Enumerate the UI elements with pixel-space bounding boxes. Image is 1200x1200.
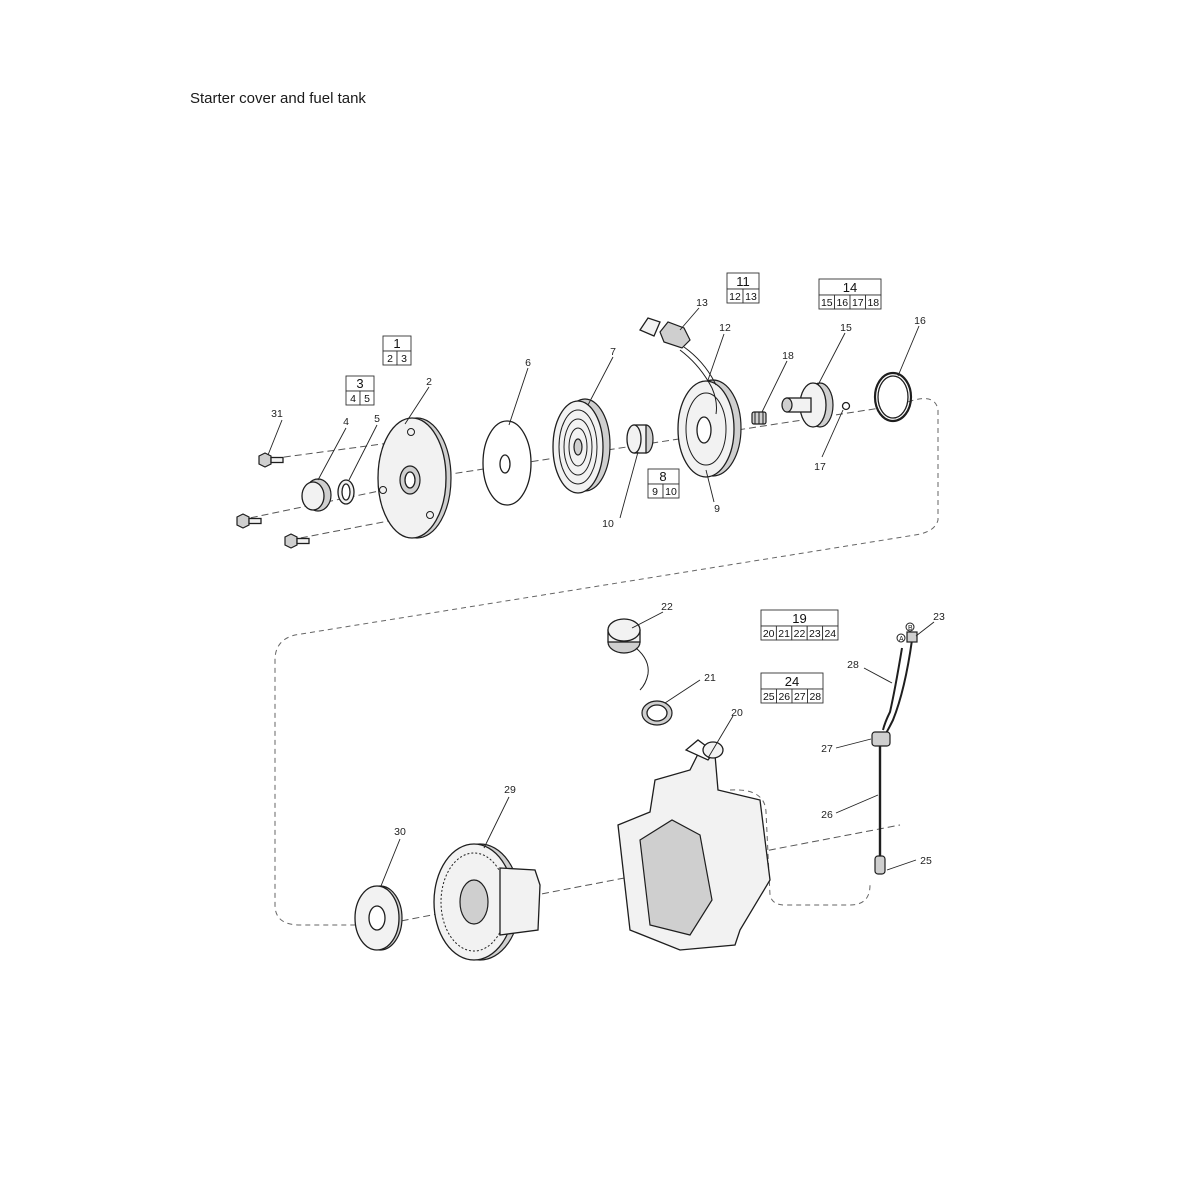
label-21: 21: [704, 672, 716, 684]
svg-text:18: 18: [867, 297, 879, 309]
svg-text:23: 23: [809, 628, 821, 640]
label-12: 12: [719, 322, 731, 334]
part-13-starter-handle: [639, 317, 691, 349]
svg-text:1: 1: [393, 336, 400, 351]
label-5: 5: [374, 413, 380, 425]
part-2-starter-cover: [377, 417, 452, 539]
part-31-screws: [236, 452, 310, 549]
svg-text:22: 22: [794, 628, 806, 640]
label-22: 22: [661, 601, 673, 613]
label-18: 18: [782, 350, 794, 362]
svg-text:15: 15: [821, 297, 833, 309]
hose-marker-a: [896, 633, 906, 643]
label-29: 29: [504, 784, 516, 796]
label-15: 15: [840, 322, 852, 334]
part-9-pulley: [677, 379, 742, 478]
assembly-box-24: 24 25 26 27 28: [760, 672, 824, 704]
part-7-recoil-spring: [552, 398, 611, 494]
svg-text:19: 19: [792, 611, 806, 626]
label-2: 2: [426, 376, 432, 388]
part-21-cap-seal: [641, 700, 673, 726]
hose-marker-b: [905, 622, 915, 632]
svg-text:2: 2: [387, 353, 393, 365]
label-25: 25: [920, 855, 932, 867]
label-16: 16: [914, 315, 926, 327]
label-26: 26: [821, 809, 833, 821]
label-31: 31: [271, 408, 283, 420]
part-28-fuel-hose: [882, 647, 903, 731]
part-25-filter: [874, 855, 886, 875]
part-16-circlip: [873, 371, 913, 423]
label-13: 13: [696, 297, 708, 309]
part-6-washer-plate: [482, 420, 532, 506]
svg-text:4: 4: [350, 393, 356, 405]
svg-text:10: 10: [665, 486, 677, 498]
label-20: 20: [731, 707, 743, 719]
assembly-box-14: 14 15 16 17 18: [818, 278, 882, 310]
svg-text:27: 27: [794, 691, 806, 703]
label-17: 17: [814, 461, 826, 473]
svg-text:24: 24: [824, 628, 836, 640]
label-28: 28: [847, 659, 859, 671]
hose-marker-b-text: B: [908, 625, 913, 632]
label-9: 9: [714, 503, 720, 515]
svg-text:9: 9: [652, 486, 658, 498]
svg-text:13: 13: [745, 291, 757, 303]
part-22-fuel-cap: [607, 618, 649, 691]
part-17-ball: [841, 401, 851, 411]
label-6: 6: [525, 357, 531, 369]
svg-text:8: 8: [659, 469, 666, 484]
part-15-pawl-hub: [781, 382, 834, 428]
part-5-o-ring: [337, 479, 355, 505]
label-7: 7: [610, 346, 616, 358]
svg-text:21: 21: [778, 628, 790, 640]
svg-text:12: 12: [729, 291, 741, 303]
assembly-box-1: 1 2 3: [382, 335, 412, 366]
svg-text:3: 3: [401, 353, 407, 365]
label-4: 4: [343, 416, 349, 428]
part-30-seal-ring: [354, 885, 403, 951]
assembly-box-8: 8 9 10: [647, 468, 680, 499]
part-27-valve: [871, 731, 891, 747]
part-20-fuel-tank: [617, 739, 771, 951]
label-27: 27: [821, 743, 833, 755]
svg-text:20: 20: [763, 628, 775, 640]
fuel-hose-assembly: A B: [871, 622, 918, 875]
part-10-bearing: [626, 424, 654, 454]
assembly-box-3: 3 4 5: [345, 375, 375, 406]
svg-text:5: 5: [364, 393, 370, 405]
svg-text:14: 14: [843, 280, 857, 295]
svg-text:26: 26: [778, 691, 790, 703]
assembly-box-19: 19 20 21 22 23 24: [760, 609, 839, 641]
hose-marker-a-text: A: [899, 636, 904, 643]
assembly-box-11: 11 12 13: [726, 272, 760, 304]
svg-text:17: 17: [852, 297, 864, 309]
svg-text:3: 3: [356, 376, 363, 391]
label-10: 10: [602, 518, 614, 530]
svg-text:16: 16: [836, 297, 848, 309]
page-title: Starter cover and fuel tank: [190, 90, 366, 107]
label-30: 30: [394, 826, 406, 838]
part-29-flywheel-housing: [433, 843, 541, 961]
svg-text:28: 28: [809, 691, 821, 703]
part-23-fitting: [906, 631, 918, 643]
part-4-plug: [301, 478, 332, 512]
label-23: 23: [933, 611, 945, 623]
svg-text:25: 25: [763, 691, 775, 703]
part-18-pawl-spring: [751, 411, 767, 425]
part-12-starter-rope: [679, 346, 717, 415]
svg-text:11: 11: [736, 274, 750, 289]
part-labels: 31 4 5 2 6 7 10 9 13 12 18 15 16 17 22 2…: [267, 297, 945, 887]
svg-text:24: 24: [785, 674, 799, 689]
